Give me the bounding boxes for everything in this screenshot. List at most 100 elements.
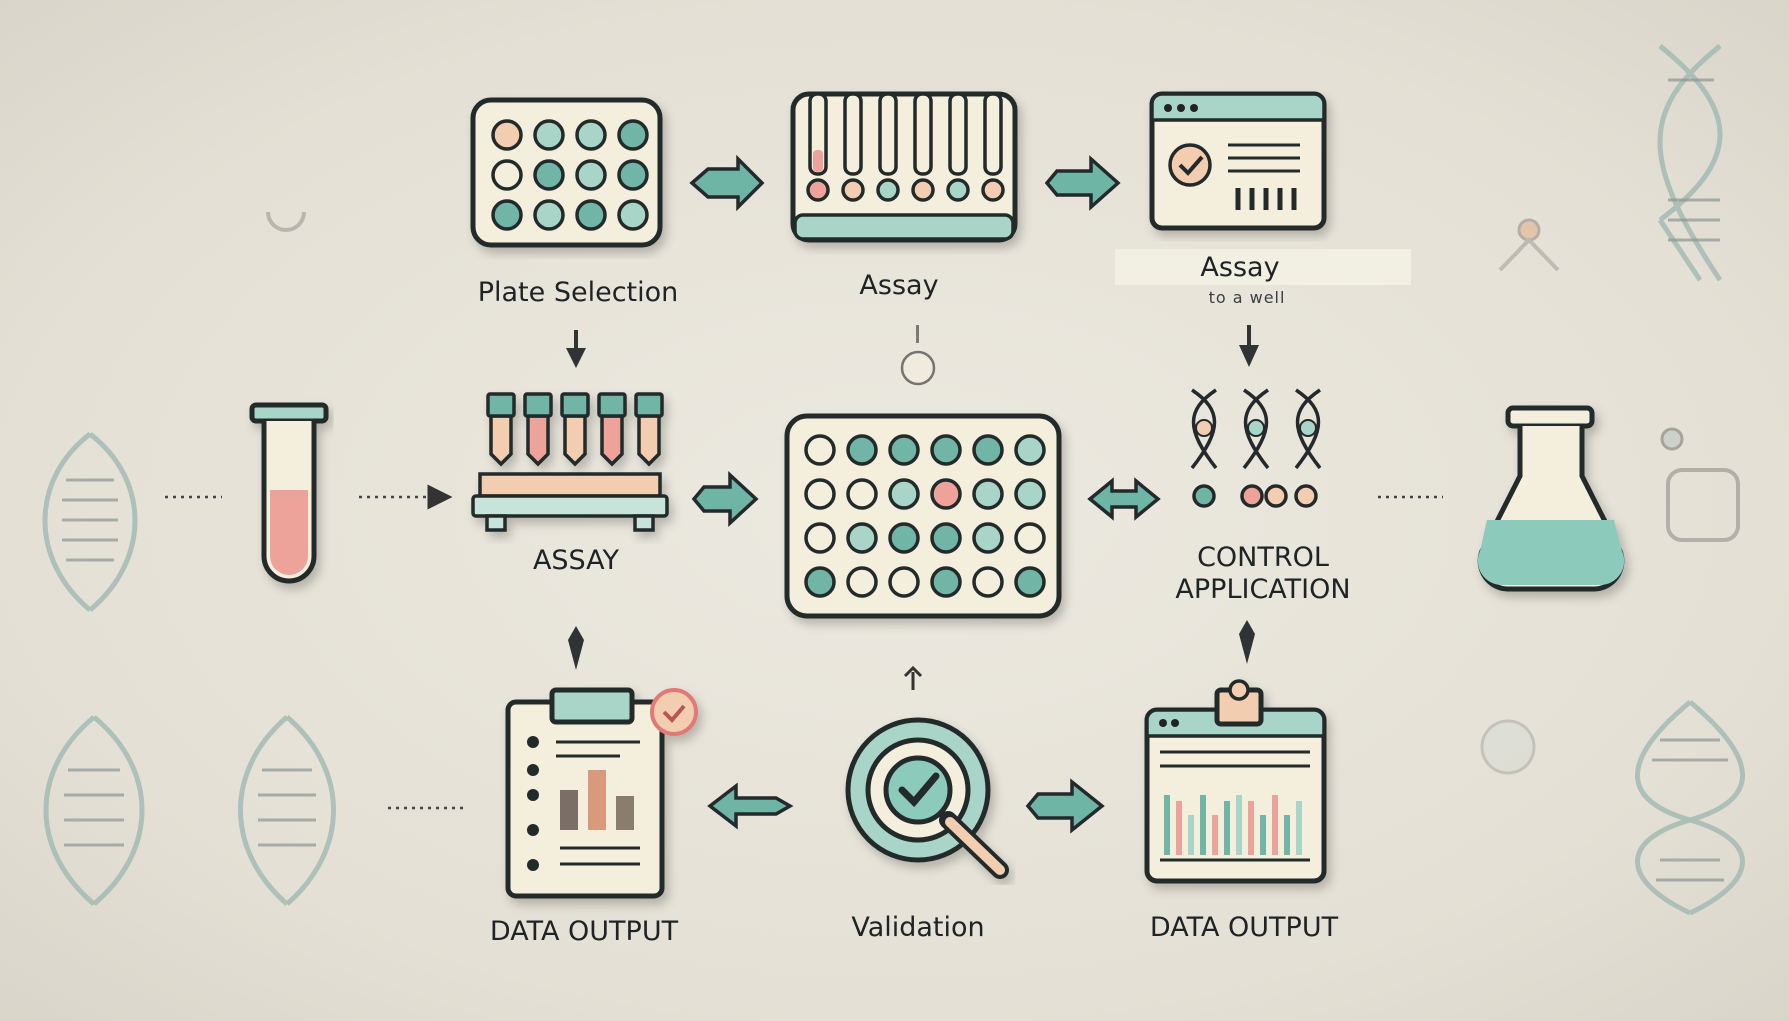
plate-well [491,119,523,151]
plate-well [1014,478,1046,510]
rack-tube-cap [634,392,664,418]
plate-well [930,566,962,598]
dna-node [1247,419,1265,437]
dna-node [1299,419,1317,437]
rack-tube [600,414,624,467]
plate-well [491,199,523,231]
plate-well [575,199,607,231]
plate-well [846,566,878,598]
chart-bar [1224,801,1230,855]
tube [983,92,1003,176]
dna-helix-icon [1294,388,1322,470]
plate-well [972,566,1004,598]
arrow-right-1 [689,154,765,212]
faint-box-icon [1666,468,1740,542]
plate-well [888,478,920,510]
down-arrows [566,325,1259,386]
plate-well [575,159,607,191]
tube-liquid [813,150,823,172]
plate-well [930,522,962,554]
rack-tube [526,414,550,467]
chart-bar [1164,795,1170,855]
dna-helix-decoration-bottom-left-2 [238,715,336,906]
plate-well [804,478,836,510]
rack-tube-cap [486,392,516,418]
plate-well [804,522,836,554]
plate-well [533,199,565,231]
rack-tube [637,414,661,467]
plate-well [888,522,920,554]
chart-bar [1176,801,1182,855]
dna-helix-icon [1190,388,1218,470]
plate-well [846,434,878,466]
plate-well [1014,522,1046,554]
control-label-line1: CONTROL [1197,542,1329,573]
report-clipboard-icon [505,687,698,899]
chart-bar [1188,815,1194,855]
plate-selection-label: Plate Selection [478,277,679,308]
tube-rack-icon [471,392,669,532]
dna-helix-decoration-left [42,432,138,612]
plate-well [1014,434,1046,466]
plate-well [575,119,607,151]
arrow-right-4 [1025,778,1105,834]
tube [843,92,863,176]
dna-helix-decoration-top-right [1657,44,1723,282]
plate-well [846,522,878,554]
plate-well [533,159,565,191]
arrow-down-2 [1239,325,1259,367]
arrow-double-sided [1087,477,1161,521]
test-tube-tray-icon [790,91,1018,243]
arrow-down-3 [568,626,584,670]
tray-well [981,178,1005,202]
dna-helix-decoration-bottom-left-1 [43,715,145,906]
faint-dot-icon [1660,427,1684,451]
rack-tube [489,414,513,467]
chart-bar [1236,795,1242,855]
test-tube-icon [249,402,329,584]
arrow-down-faint [916,325,919,343]
assay-box-sublabel: to a well [1209,288,1286,307]
plate-well [491,159,523,191]
rack-tube-cap [597,392,627,418]
dna-node [1195,419,1213,437]
chart-bar [1296,801,1302,855]
tube [948,92,968,176]
validation-label: Validation [851,912,984,943]
tray-well [911,178,935,202]
arrow-left [707,782,794,830]
chart-bar [1212,815,1218,855]
rack-tube-cap [523,392,553,418]
plate-well [804,566,836,598]
plate-well [972,522,1004,554]
plate-well [804,434,836,466]
plate-well [617,159,649,191]
plate-well [972,478,1004,510]
plate-well [617,199,649,231]
dna-helix-icon [1242,388,1270,470]
rack-tube [563,414,587,467]
chart-bar [1272,795,1278,855]
arrow-up-faint [903,665,923,690]
tray-well [876,178,900,202]
plate-well [930,478,962,510]
tray-well [841,178,865,202]
assay-middle-label: ASSAY [533,545,620,576]
faint-ring-icon [266,211,306,232]
assay-box-label: Assay [1200,252,1279,283]
plate-well [1014,566,1046,598]
data-chart-window-icon [1144,679,1327,884]
tube [878,92,898,176]
browser-window-check-icon [1149,91,1327,231]
plate-well [972,434,1004,466]
chart-bar [1260,815,1266,855]
arrow-right-2 [1044,155,1121,211]
assay-top-label: Assay [859,270,938,301]
well-plate-96-icon [784,413,1062,619]
arrow-down-4 [1239,620,1255,664]
faint-molecule-icon [1498,218,1560,272]
magnifier-check-icon [845,717,1009,879]
faint-face-icon [900,350,936,386]
assay-label-box [1115,249,1411,285]
